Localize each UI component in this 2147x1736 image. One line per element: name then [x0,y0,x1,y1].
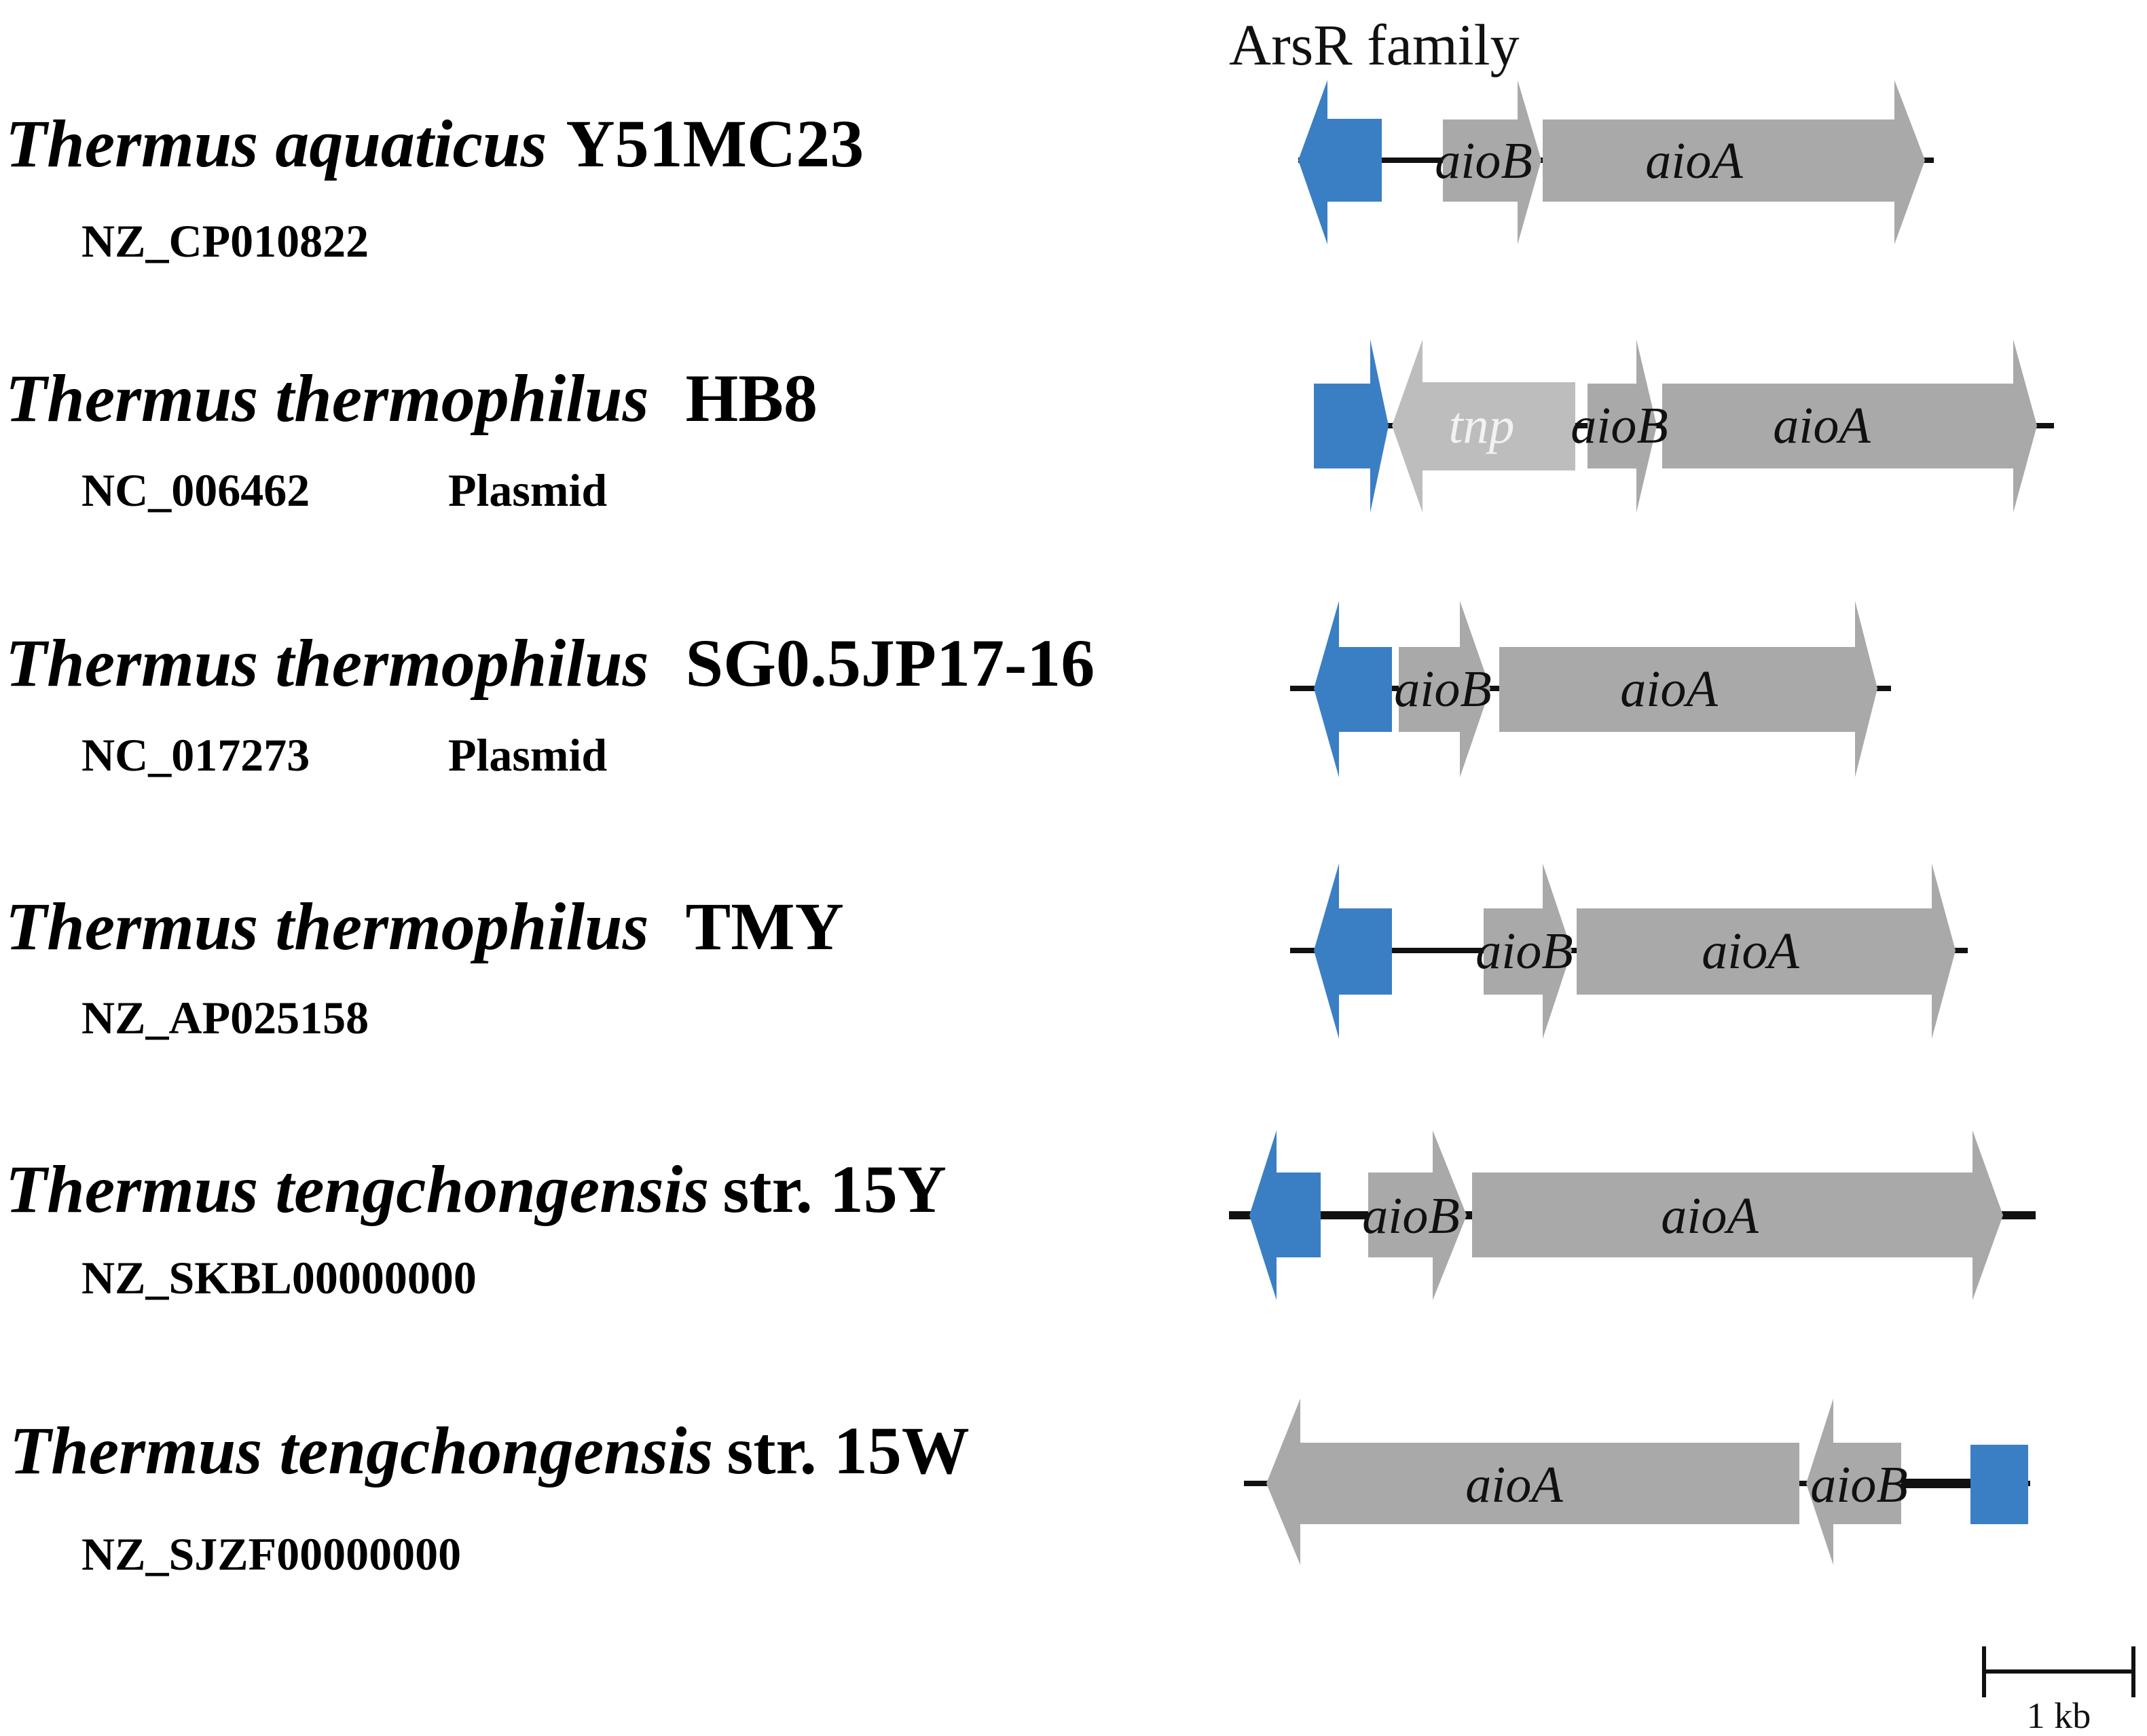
species-name-row-1: Thermus aquaticus Y51MC23 [5,106,864,181]
aioa-label: aioA [1465,1456,1563,1513]
cluster-row-2: tnp aioB aioA [1314,339,2054,513]
species-name-row-2: Thermus thermophilus HB8 [5,361,818,436]
arsr-regulator-gene [1314,339,1389,513]
aioa-label: aioA [1773,397,1871,454]
tnp-gene [1392,339,1575,513]
aioa-label: aioA [1620,661,1718,718]
scale-bar: 1 kb [1982,1646,2135,1736]
species-italic: Thermus tengchongensis [5,1151,709,1227]
cluster-row-3: aioB aioA [1290,601,1891,777]
tnp-label: tnp [1448,397,1514,454]
species-italic: Thermus thermophilus [5,361,649,436]
aiob-gene [1806,1399,1901,1565]
accession-row-3: NC_017273 [81,729,310,781]
cluster-row-4: aioB aioA [1290,864,1968,1039]
aioa-label: aioA [1702,923,1799,980]
cluster-row-6: aioA aioB [1244,1399,2030,1565]
scale-bar-label: 1 kb [2027,1695,2091,1736]
species-italic: Thermus aquaticus [5,106,547,181]
aiob-label: aioB [1362,1187,1460,1244]
arsr-family-label: ArsR family [1229,12,1520,77]
aioa-label: aioA [1645,132,1743,189]
arsr-regulator-gene [1249,1130,1321,1300]
aiob-gene [1399,601,1490,777]
species-name-row-3: Thermus thermophilus SG0.5JP17-16 [5,625,1095,701]
accession-row-6: NZ_SJZF00000000 [81,1528,461,1580]
species-italic: Thermus thermophilus [5,889,649,964]
species-italic: Thermus tengchongensis [10,1413,713,1488]
accession-row-4: NZ_AP025158 [81,992,369,1044]
accession-row-2: NC_006462 [81,464,310,516]
cluster-row-5: aioB aioA [1229,1130,2036,1300]
species-name-row-5: Thermus tengchongensis str. 15Y [5,1151,947,1227]
replicon-type-row-2: Plasmid [448,464,607,516]
accession-row-1: NZ_CP010822 [81,215,369,267]
aiob-label: aioB [1475,923,1573,980]
cluster-row-1: aioB aioA [1298,80,1934,244]
aiob-label: aioB [1571,397,1668,454]
aiob-label: aioB [1394,661,1492,718]
species-italic: Thermus thermophilus [5,625,649,701]
aiob-gene [1484,864,1572,1039]
aioa-gene [1266,1399,1799,1565]
aioa-gene [1499,601,1877,777]
aioa-gene [1543,80,1925,244]
aioa-gene [1662,339,2037,513]
strain: str. 15Y [722,1151,947,1227]
aioa-gene [1577,864,1956,1039]
aioa-gene [1472,1130,2003,1300]
strain: SG0.5JP17-16 [686,625,1095,701]
arsr-regulator-gene [1314,864,1392,1039]
aiob-label: aioB [1435,132,1533,189]
species-name-row-4: Thermus thermophilus TMY [5,889,844,964]
aiob-gene [1588,339,1657,513]
strain: TMY [686,889,844,964]
species-name-row-6: Thermus tengchongensis str. 15W [10,1413,970,1488]
aiob-gene [1443,80,1541,244]
strain: str. 15W [727,1413,969,1488]
species-labels: Thermus aquaticus Y51MC23 NZ_CP010822 Th… [5,106,1095,1580]
gene-clusters: aioB aioA tnp aioB aioA aioB aioA [1229,80,2054,1565]
aioa-label: aioA [1661,1187,1759,1244]
strain: Y51MC23 [566,106,864,181]
aiob-gene [1368,1130,1467,1300]
arsr-regulator-gene [1970,1445,2028,1524]
strain: HB8 [686,361,818,436]
arsr-regulator-gene [1298,80,1382,244]
aiob-label: aioB [1810,1456,1908,1513]
replicon-type-row-3: Plasmid [448,729,607,781]
arsr-regulator-gene [1314,601,1392,777]
accession-row-5: NZ_SKBL00000000 [81,1252,477,1304]
